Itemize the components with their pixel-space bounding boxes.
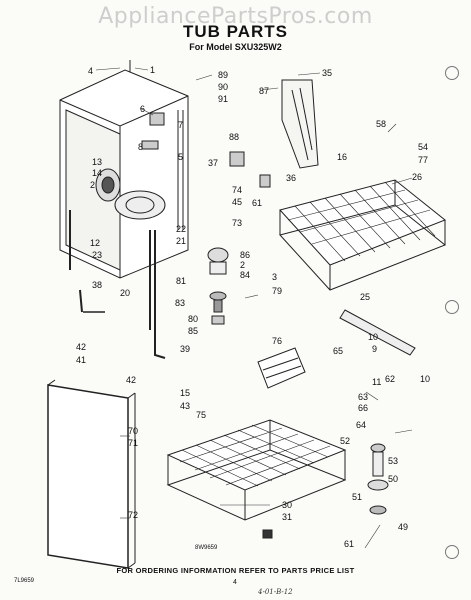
callout-85: 85 xyxy=(188,326,198,336)
callout-63: 63 xyxy=(358,392,368,402)
ordering-info-footer: FOR ORDERING INFORMATION REFER TO PARTS … xyxy=(116,566,355,575)
callout-10b: 10 xyxy=(420,374,430,384)
callout-23: 23 xyxy=(92,250,102,260)
callout-52: 52 xyxy=(340,436,350,446)
callout-12: 12 xyxy=(90,238,100,248)
callout-89: 89 xyxy=(218,70,228,80)
callout-72: 72 xyxy=(128,510,138,520)
callout-50: 50 xyxy=(388,474,398,484)
callout-25: 25 xyxy=(360,292,370,302)
callout-10: 10 xyxy=(368,332,378,342)
callout-41: 41 xyxy=(76,355,86,365)
callout-7: 7 xyxy=(178,120,183,130)
bracket-35-drawing xyxy=(281,79,319,169)
callout-62: 62 xyxy=(385,374,395,384)
callout-84: 84 xyxy=(240,270,250,280)
page-title: TUB PARTS xyxy=(182,22,288,41)
callout-37: 37 xyxy=(208,158,218,168)
callout-22: 22 xyxy=(176,224,186,234)
callout-labels: 4 1 89 90 91 6 7 8 5 13 14 2 35 87 88 37… xyxy=(76,65,430,549)
callout-39: 39 xyxy=(180,344,190,354)
callout-66: 66 xyxy=(358,403,368,413)
callout-65: 65 xyxy=(333,346,343,356)
lower-rack-drawing xyxy=(166,419,347,521)
callout-81: 81 xyxy=(176,276,186,286)
callout-45: 45 xyxy=(232,197,242,207)
callout-8: 8 xyxy=(138,142,143,152)
door-drawing xyxy=(47,379,136,569)
callout-80: 80 xyxy=(188,314,198,324)
callout-1: 1 xyxy=(150,65,155,75)
tubes-drawing xyxy=(69,210,166,359)
callout-13: 13 xyxy=(92,157,102,167)
callout-61b: 61 xyxy=(344,539,354,549)
drawing-code-center: 8W9659 xyxy=(195,545,218,551)
drawing-code-left: 7L9659 xyxy=(14,578,35,584)
callout-15: 15 xyxy=(180,388,190,398)
callout-36: 36 xyxy=(286,173,296,183)
callout-35: 35 xyxy=(322,68,332,78)
upper-rack-drawing xyxy=(279,179,446,291)
callout-30: 30 xyxy=(282,500,292,510)
callout-53: 53 xyxy=(388,456,398,466)
callout-86: 86 xyxy=(240,250,250,260)
model-subtitle: For Model SXU325W2 xyxy=(189,42,282,52)
callout-4: 4 xyxy=(88,66,93,76)
callout-3: 3 xyxy=(272,272,277,282)
callout-9: 9 xyxy=(372,344,377,354)
callout-58: 58 xyxy=(376,119,386,129)
tub-drawing xyxy=(59,60,189,279)
callout-77: 77 xyxy=(418,155,428,165)
callout-51: 51 xyxy=(352,492,362,502)
punch-hole-middle xyxy=(445,300,459,314)
callout-20: 20 xyxy=(120,288,130,298)
callout-70: 70 xyxy=(128,426,138,436)
callout-11: 11 xyxy=(372,377,381,387)
callout-5: 5 xyxy=(178,152,183,162)
callout-76: 76 xyxy=(272,336,282,346)
callout-2b: 2 xyxy=(240,260,245,270)
pump-drawing xyxy=(207,247,229,325)
callout-71: 71 xyxy=(128,438,138,448)
callout-54: 54 xyxy=(418,142,428,152)
punch-hole-bottom xyxy=(445,545,459,559)
callout-79: 79 xyxy=(272,286,282,296)
callout-75: 75 xyxy=(196,410,206,420)
callout-88: 88 xyxy=(229,132,239,142)
callout-73: 73 xyxy=(232,218,242,228)
callout-38: 38 xyxy=(92,280,102,290)
callout-87: 87 xyxy=(259,86,269,96)
strip-38 xyxy=(79,289,83,313)
callout-83: 83 xyxy=(175,298,185,308)
handwritten-note: 4-01-B-12 xyxy=(258,588,293,596)
watermark: AppliancePartsPros.com xyxy=(98,4,373,29)
callout-31: 31 xyxy=(282,512,292,522)
page-number: 4 xyxy=(233,579,237,586)
callout-16: 16 xyxy=(337,152,347,162)
callout-6: 6 xyxy=(140,104,145,114)
callout-90: 90 xyxy=(218,82,228,92)
callout-14: 14 xyxy=(92,168,102,178)
callout-2: 2 xyxy=(90,180,95,190)
callout-49: 49 xyxy=(398,522,408,532)
callout-43: 43 xyxy=(180,401,190,411)
callout-64: 64 xyxy=(356,420,366,430)
callout-21: 21 xyxy=(176,236,186,246)
basket-drawing xyxy=(257,347,306,389)
callout-91: 91 xyxy=(218,94,228,104)
punch-hole-top xyxy=(445,66,459,80)
callout-42: 42 xyxy=(76,342,86,352)
spray-arm-drawing xyxy=(339,309,416,356)
callout-61: 61 xyxy=(252,198,262,208)
callout-42b: 42 xyxy=(126,375,136,385)
callout-26: 26 xyxy=(412,172,422,182)
callout-74: 74 xyxy=(232,185,242,195)
hub-drawing xyxy=(367,443,389,515)
